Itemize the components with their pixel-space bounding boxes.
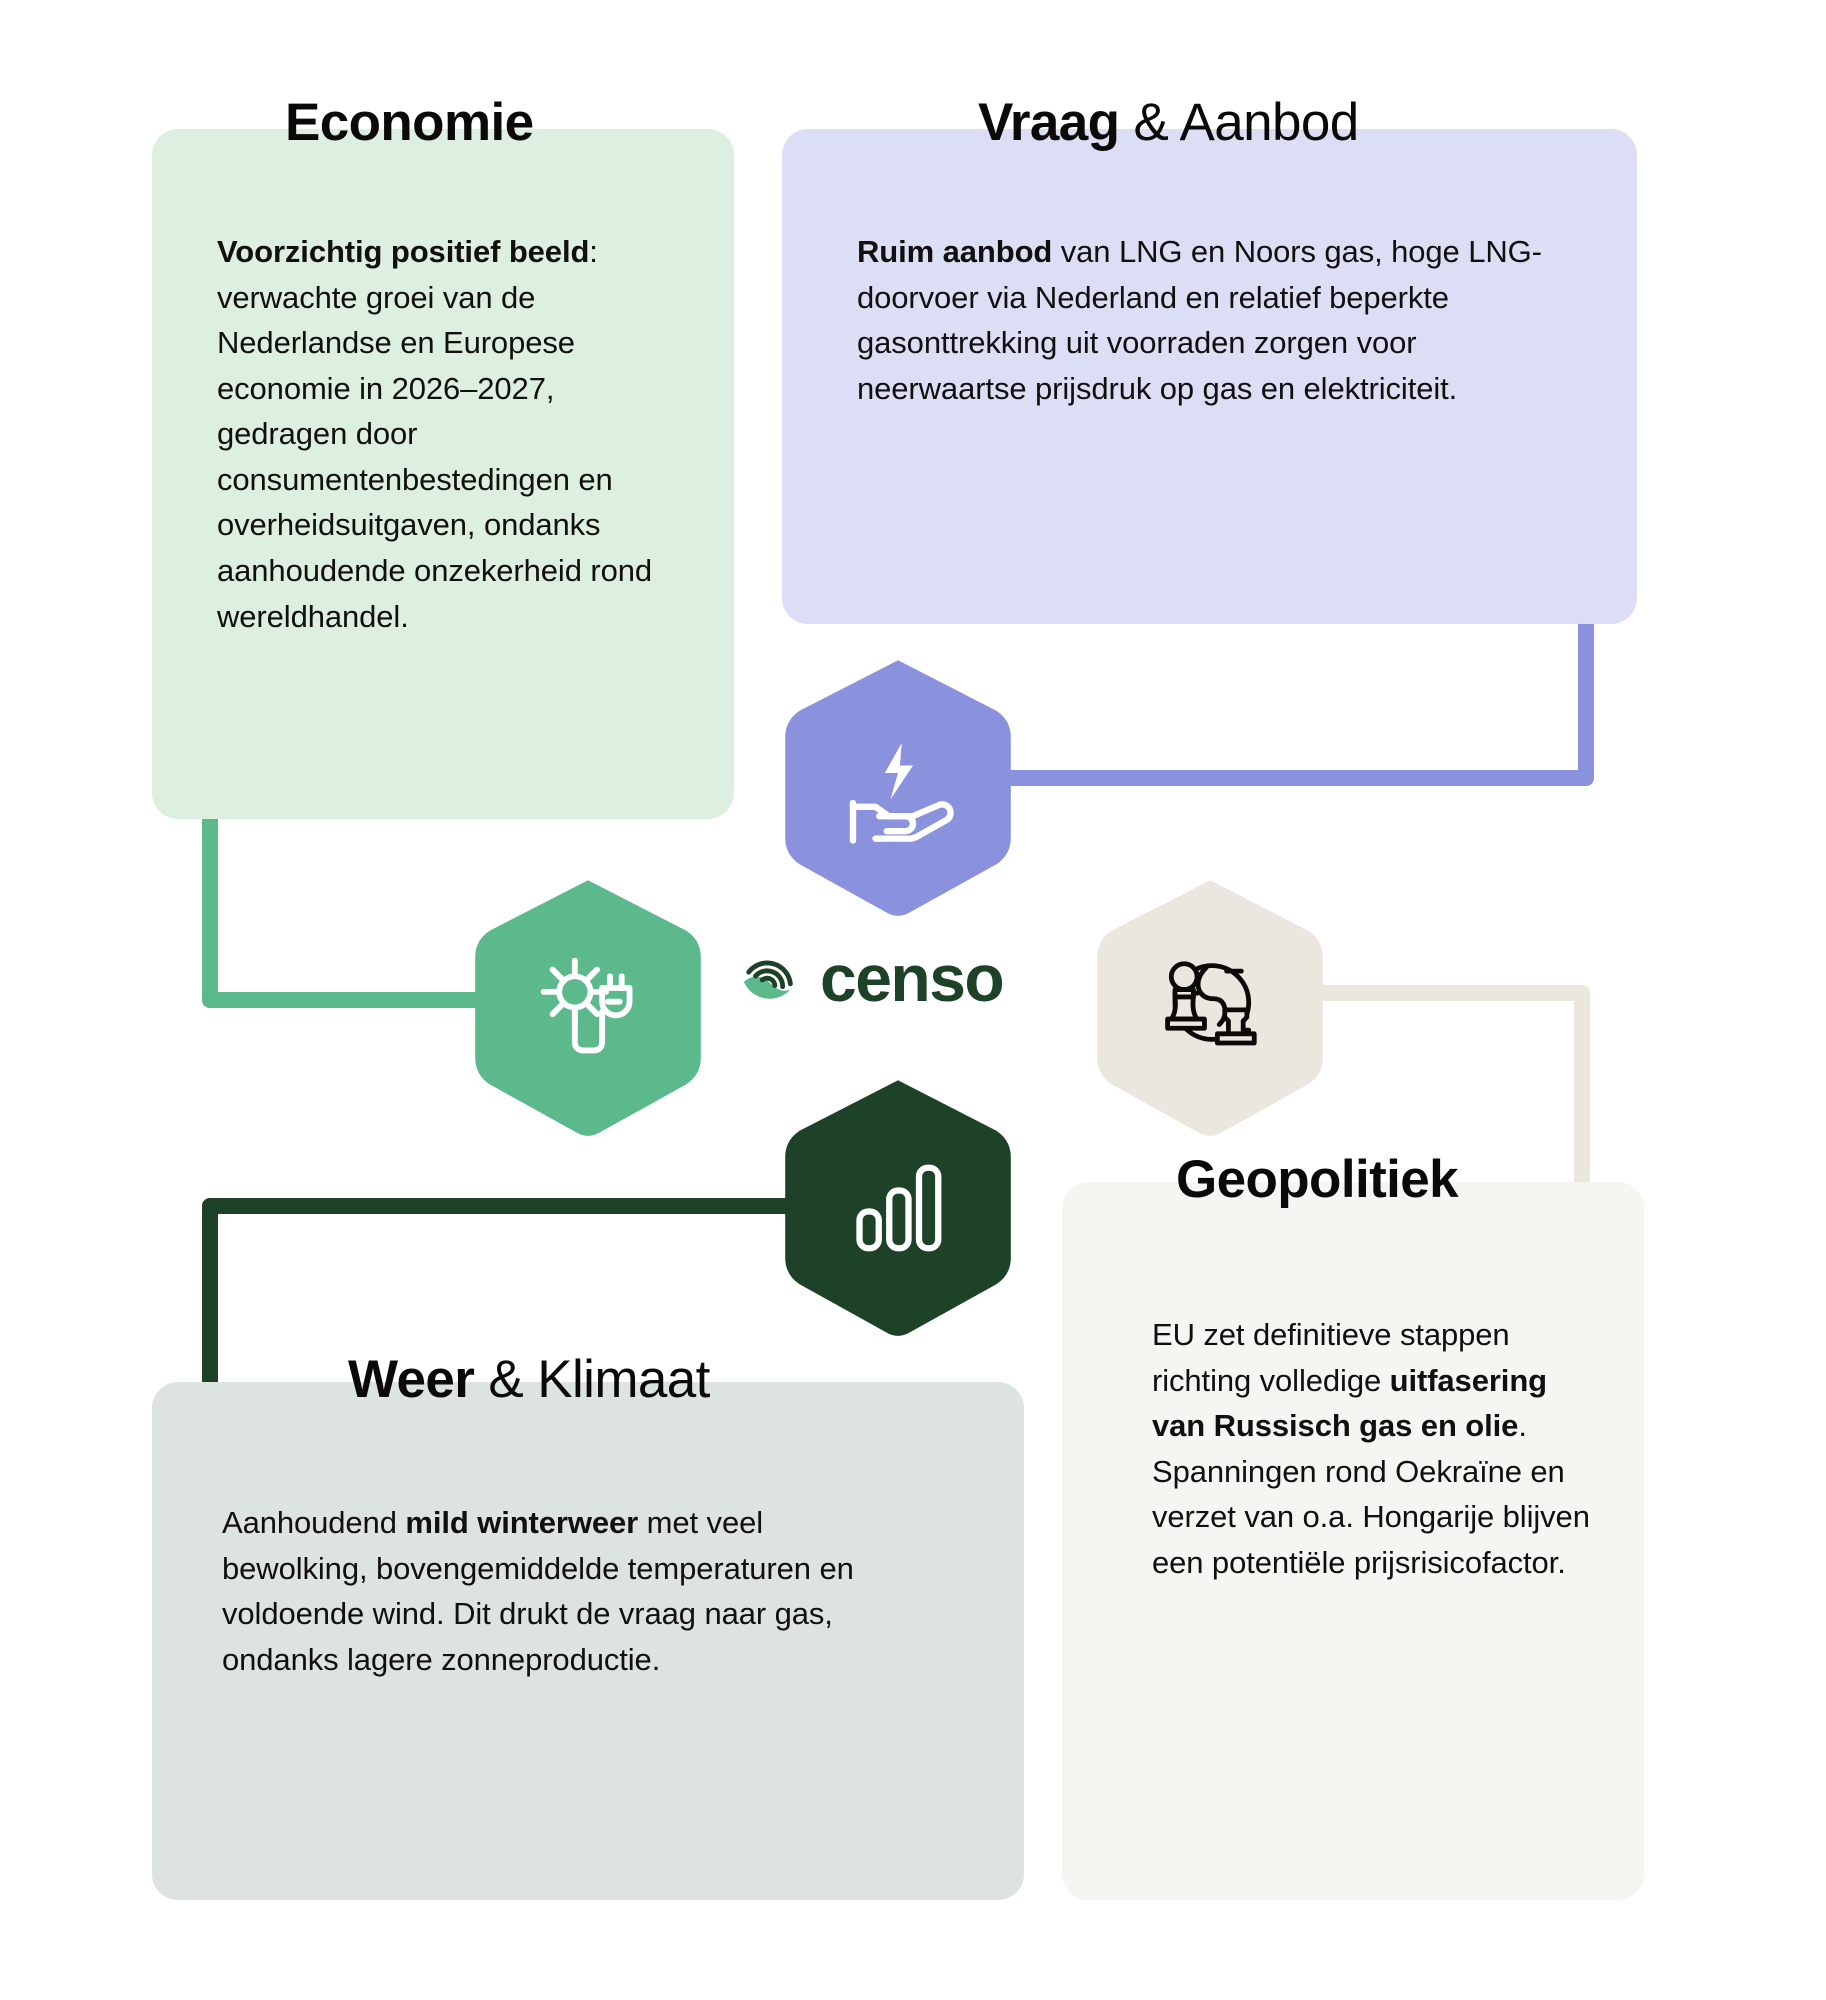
- title-economie: Economie: [285, 93, 534, 152]
- censo-logo: censo: [740, 941, 1005, 1015]
- card-vraag-aanbod-body: Ruim aanbod van LNG en Noors gas, hoge L…: [857, 229, 1547, 411]
- sun-plug-icon: [526, 945, 651, 1070]
- connector-weer-vertical: [202, 1198, 218, 1418]
- card-weer-klimaat-body: Aanhoudend mild winterweer met veel bewo…: [222, 1500, 912, 1682]
- title-weer-klimaat-strong: Weer: [348, 1350, 475, 1409]
- hexagon-economie: [468, 875, 708, 1140]
- title-vraag-aanbod: Vraag & Aanbod: [978, 95, 1359, 151]
- hexagon-geopolitiek: [1090, 875, 1330, 1140]
- title-weer-klimaat: Weer & Klimaat: [348, 1352, 710, 1408]
- card-economie-body-rest: : verwachte groei van de Nederlandse en …: [217, 234, 653, 634]
- hand-lightning-icon: [838, 728, 958, 848]
- card-geopolitiek-body: EU zet definitieve stappen richting voll…: [1152, 1312, 1602, 1585]
- card-geopolitiek: EU zet definitieve stappen richting voll…: [1062, 1182, 1644, 1900]
- title-economie-strong: Economie: [285, 93, 534, 152]
- globe-chess-icon: [1151, 949, 1269, 1067]
- card-geopolitiek-body-bold: uitfasering van Russisch gas en olie: [1152, 1362, 1547, 1444]
- title-vraag-aanbod-strong: Vraag: [978, 93, 1120, 152]
- hexagon-weer-klimaat: [778, 1075, 1018, 1340]
- connector-vraag-horizontal: [1000, 770, 1594, 786]
- connector-economie-horizontal: [202, 992, 502, 1008]
- title-weer-klimaat-light: & Klimaat: [474, 1350, 710, 1409]
- hexagon-shape: [785, 660, 1011, 916]
- card-economie-body-lead: Voorzichtig positief beeld: [217, 234, 590, 269]
- censo-leaf-signal-mark-icon: [740, 947, 802, 1009]
- card-vraag-aanbod-body-rest: van LNG en Noors gas, hoge LNG-doorvoer …: [857, 234, 1542, 406]
- card-weer-klimaat-body-part1: Aanhoudend: [222, 1505, 406, 1540]
- card-economie-body: Voorzichtig positief beeld: verwachte gr…: [217, 229, 687, 639]
- card-vraag-aanbod-body-lead: Ruim aanbod: [857, 234, 1053, 269]
- hexagon-shape: [785, 1080, 1011, 1336]
- connector-vraag-vertical: [1578, 588, 1594, 786]
- card-geopolitiek-body-part1: EU zet definitieve stappen richting voll…: [1152, 1317, 1510, 1398]
- hexagon-shape: [1097, 880, 1323, 1136]
- card-vraag-aanbod: Ruim aanbod van LNG en Noors gas, hoge L…: [782, 129, 1637, 624]
- hexagon-vraag-aanbod: [778, 655, 1018, 920]
- connector-geopolitiek-vertical: [1574, 985, 1590, 1203]
- card-economie: Voorzichtig positief beeld: verwachte gr…: [152, 129, 734, 819]
- connector-economie-vertical: [202, 790, 218, 1008]
- card-weer-klimaat: Aanhoudend mild winterweer met veel bewo…: [152, 1382, 1024, 1900]
- connector-weer-horizontal: [202, 1198, 802, 1214]
- card-weer-klimaat-body-part2: met veel bewolking, bovengemiddelde temp…: [222, 1505, 854, 1677]
- bar-chart-icon: [842, 1152, 954, 1264]
- title-geopolitiek: Geopolitiek: [1176, 1150, 1459, 1209]
- title-geopolitiek-strong: Geopolitiek: [1176, 1150, 1459, 1209]
- card-weer-klimaat-body-bold: mild winterweer: [405, 1505, 639, 1540]
- censo-wordmark: censo: [820, 941, 1005, 1015]
- title-vraag-aanbod-light: & Aanbod: [1119, 93, 1360, 152]
- card-geopolitiek-body-part2: . Spanningen rond Oekraïne en verzet van…: [1152, 1408, 1590, 1580]
